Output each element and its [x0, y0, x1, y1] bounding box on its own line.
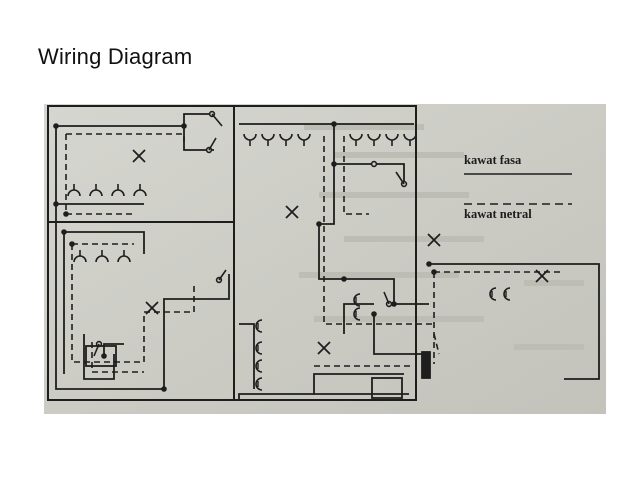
- neutral-wires: [65, 133, 564, 373]
- panel-box: [85, 345, 431, 399]
- switches: [93, 110, 408, 357]
- panel-borders: [47, 105, 417, 401]
- phase-wires: [55, 113, 600, 400]
- legend-phase-label: kawat fasa: [464, 153, 522, 167]
- slide-title: Wiring Diagram: [38, 44, 193, 69]
- legend-neutral-label: kawat netral: [464, 207, 532, 221]
- faint-book-text: [299, 124, 584, 350]
- junction-dots: [53, 121, 437, 392]
- legend: kawat fasa kawat netral: [464, 153, 572, 221]
- wiring-diagram-photo: kawat fasa kawat netral: [44, 104, 606, 414]
- wiring-diagram: kawat fasa kawat netral: [44, 104, 606, 414]
